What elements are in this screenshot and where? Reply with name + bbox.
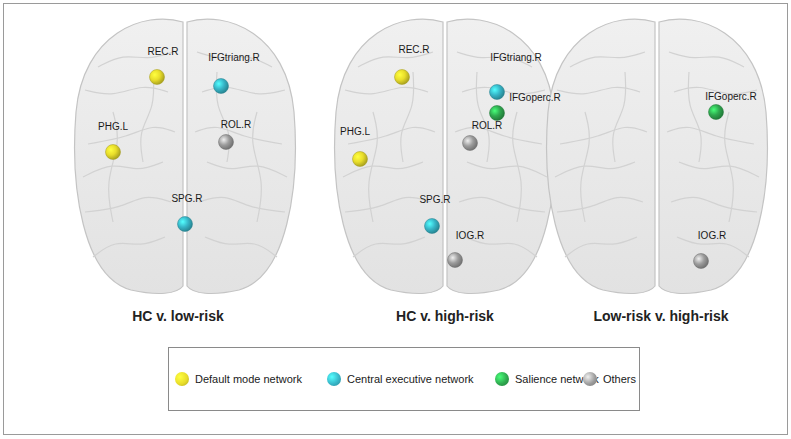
region-dot (150, 70, 165, 85)
sulcus (513, 112, 522, 222)
sulcus (85, 87, 168, 94)
sulcus (467, 162, 547, 177)
sulcus (253, 112, 262, 222)
sulcus (345, 87, 428, 94)
brain-illustration (547, 19, 768, 293)
legend-box: Default mode network Central executive ne… (168, 347, 640, 411)
sulcus (565, 237, 637, 257)
sulcus (725, 112, 734, 222)
panel-title: Low-risk v. high-risk (593, 308, 728, 324)
sulcus (83, 162, 163, 177)
region-label: IFGoperc.R (705, 91, 757, 103)
sulcus (560, 127, 647, 144)
legend-text: Others (603, 373, 636, 385)
legend-item: Default mode network (175, 348, 302, 410)
sulcus (345, 197, 431, 212)
legend-item: Central executive network (327, 348, 474, 410)
hemisphere (335, 19, 443, 293)
region-label: IFGtriang.R (208, 52, 260, 64)
panel-title: HC v. low-risk (132, 308, 224, 324)
sulcus (667, 127, 754, 144)
region-dot (463, 136, 478, 151)
sulcus (401, 72, 414, 162)
region-dot (694, 254, 709, 269)
hemisphere (187, 19, 295, 293)
sulcus (476, 72, 489, 162)
sulcus (459, 197, 545, 212)
legend-swatch (583, 372, 597, 386)
region-label: REC.R (147, 46, 178, 58)
region-label: ROL.R (472, 120, 503, 132)
sulcus (93, 237, 165, 257)
hemisphere (659, 19, 767, 293)
region-label: PHG.L (340, 126, 370, 138)
hemisphere (547, 19, 655, 293)
sulcus (207, 162, 287, 177)
hemisphere (447, 19, 555, 293)
region-dot (709, 105, 724, 120)
legend-text: Central executive network (347, 373, 474, 385)
legend-swatch (495, 372, 509, 386)
region-label: IFGoperc.R (509, 92, 561, 104)
sulcus (205, 237, 277, 257)
region-dot (490, 85, 505, 100)
sulcus (555, 162, 635, 177)
sulcus (557, 197, 643, 212)
region-dot (448, 253, 463, 268)
region-dot (214, 79, 229, 94)
region-dot (425, 219, 440, 234)
sulcus (688, 72, 701, 162)
sulcus (353, 237, 425, 257)
brain-illustration (335, 19, 556, 293)
sulcus (581, 112, 590, 222)
sulcus (613, 72, 626, 162)
region-label: PHG.L (98, 121, 128, 133)
region-label: IOG.R (456, 230, 484, 242)
sulcus (141, 72, 154, 162)
region-dot (395, 70, 410, 85)
region-label: REC.R (398, 44, 429, 56)
region-dot (219, 135, 234, 150)
panel-title: HC v. high-risk (396, 308, 494, 324)
region-label: IFGtriang.R (490, 52, 542, 64)
region-dot (353, 152, 368, 167)
legend-swatch (175, 372, 189, 386)
sulcus (671, 197, 757, 212)
legend-text: Default mode network (195, 373, 302, 385)
legend-item: Others (583, 348, 636, 410)
sulcus (85, 197, 171, 212)
sulcus (197, 52, 272, 67)
sulcus (570, 52, 645, 67)
sulcus (669, 52, 744, 67)
region-dot (106, 145, 121, 160)
brain-illustration (75, 19, 296, 293)
legend-swatch (327, 372, 341, 386)
hemisphere (75, 19, 183, 293)
sulcus (557, 87, 640, 94)
region-label: IOG.R (698, 230, 726, 242)
region-label: SPG.R (171, 193, 202, 205)
sulcus (679, 162, 759, 177)
figure-frame (4, 4, 788, 435)
region-dot (490, 106, 505, 121)
region-dot (178, 217, 193, 232)
region-label: ROL.R (221, 119, 252, 131)
sulcus (199, 197, 285, 212)
region-label: SPG.R (419, 194, 450, 206)
